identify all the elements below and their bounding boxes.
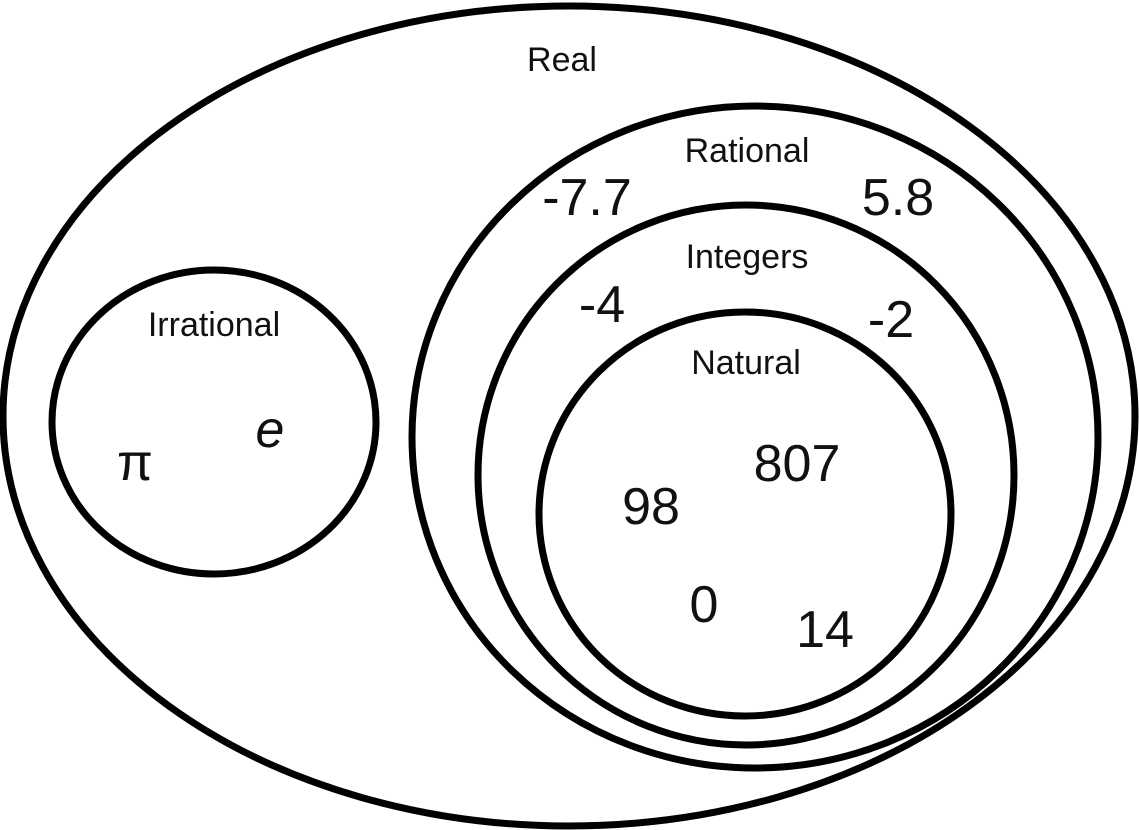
irrational-set-label: Irrational xyxy=(148,306,280,344)
rational-member-neg-7-7: -7.7 xyxy=(542,169,632,227)
irrational-set-boundary xyxy=(48,266,380,578)
irrational-member-e: e xyxy=(256,401,285,459)
natural-set-boundary xyxy=(535,308,955,720)
integers-set-label: Integers xyxy=(686,238,809,276)
rational-set-label: Rational xyxy=(685,132,810,170)
integer-member-neg-4: -4 xyxy=(579,276,625,334)
rational-member-5-8: 5.8 xyxy=(862,169,934,227)
real-set-label: Real xyxy=(527,41,597,79)
rational-set-boundary xyxy=(408,102,1102,772)
natural-set-label: Natural xyxy=(691,344,801,382)
integer-member-neg-2: -2 xyxy=(868,291,914,349)
integers-set-boundary xyxy=(474,201,1018,749)
natural-member-807: 807 xyxy=(754,435,841,493)
natural-member-14: 14 xyxy=(796,601,854,659)
natural-member-98: 98 xyxy=(622,478,680,536)
irrational-member-pi: π xyxy=(117,434,153,492)
natural-member-0: 0 xyxy=(690,576,719,634)
